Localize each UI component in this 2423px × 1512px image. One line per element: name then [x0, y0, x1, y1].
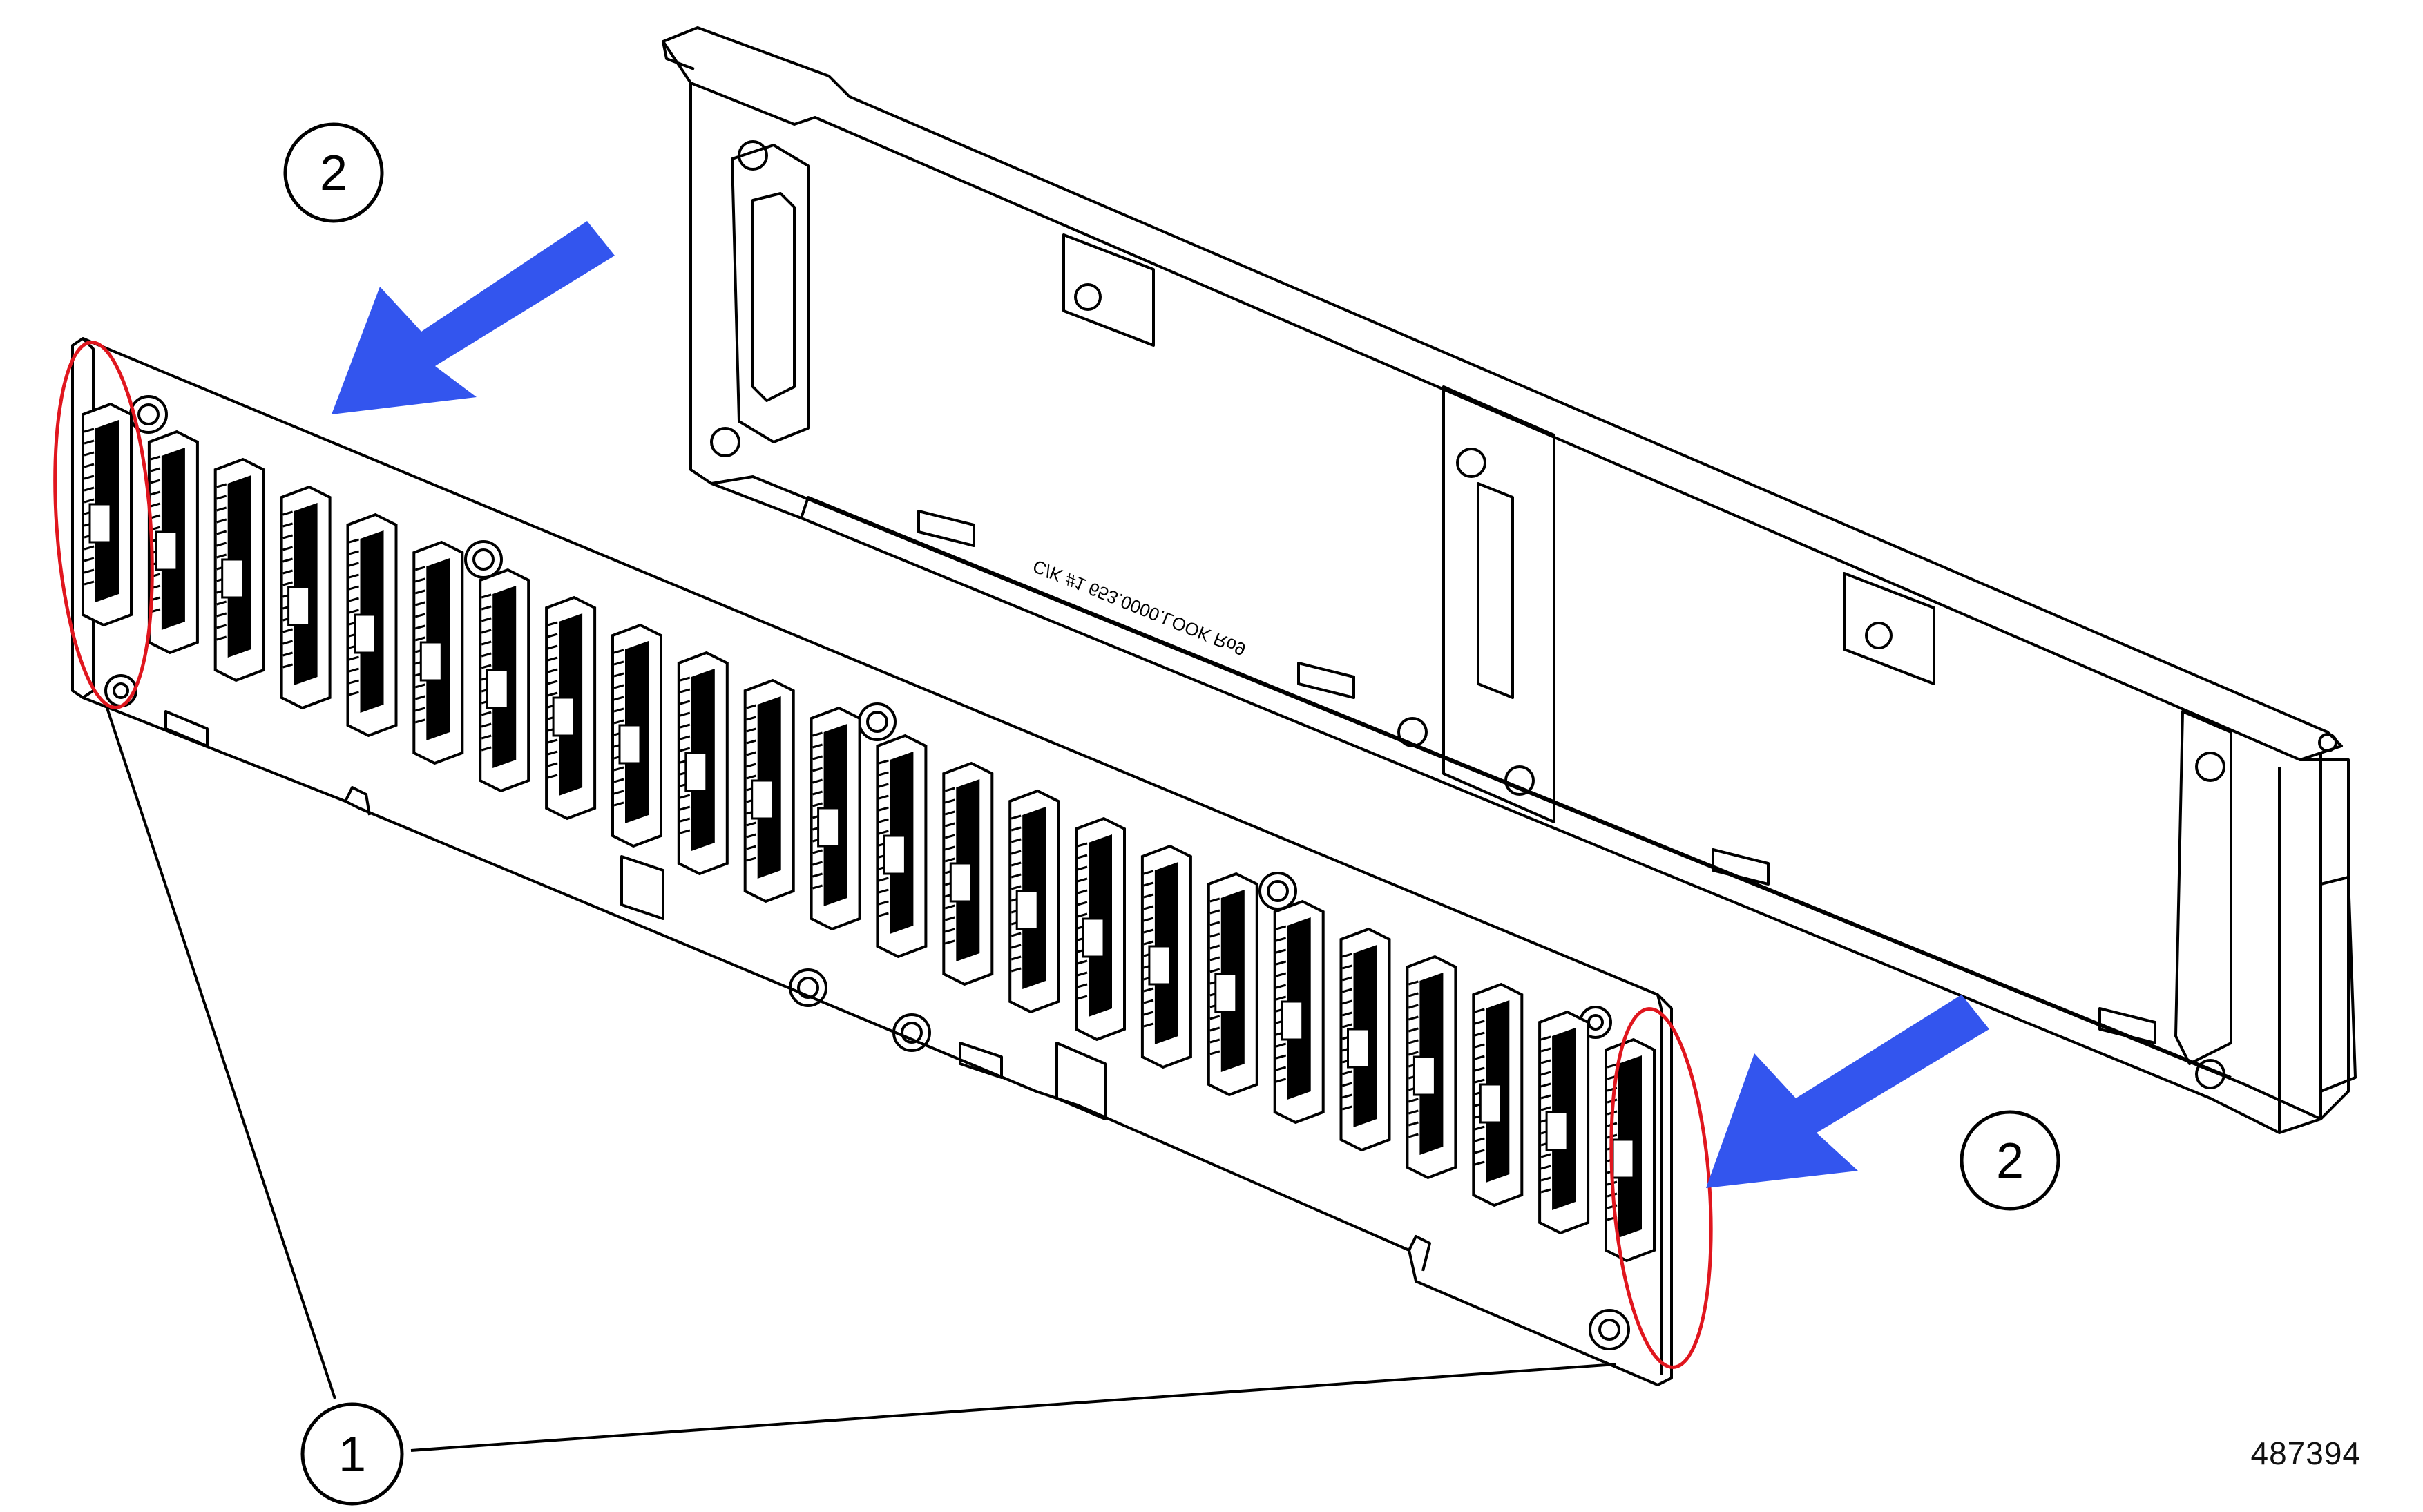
mounting-holes: [104, 395, 1630, 1350]
drive-connector: [1406, 955, 1457, 1180]
bracket-silkscreen: C/K #1 653.0000.LOOK Ro9: [1030, 555, 1249, 660]
removal-arrows: [332, 221, 1989, 1188]
drive-connector: [479, 568, 530, 793]
drive-connector: [412, 540, 464, 765]
drive-connector: [1140, 844, 1192, 1069]
drive-connectors: [82, 402, 1656, 1263]
drive-connector: [280, 485, 332, 710]
drive-connector: [1605, 1037, 1656, 1263]
drive-connector: [1339, 927, 1391, 1152]
callout-2-right: 2: [1960, 1110, 2060, 1211]
drive-connector: [677, 651, 729, 876]
drive-connector: [1008, 789, 1060, 1014]
drive-connector: [1075, 816, 1126, 1042]
drive-connector: [611, 623, 662, 848]
drive-connector: [545, 595, 597, 821]
highlight-oval-left: [53, 341, 154, 709]
drive-connector: [213, 457, 265, 682]
drive-connector: [82, 402, 133, 627]
drive-connector: [942, 761, 994, 986]
drive-cage-bracket: C/K #1 653.0000.LOOK Ro9: [662, 26, 2357, 1134]
drive-connector: [1538, 1010, 1590, 1235]
callout-2-top: 2: [283, 122, 384, 223]
callout-1-label: 1: [338, 1427, 366, 1482]
callout-2-top-label: 2: [320, 146, 347, 201]
drive-connector: [1207, 872, 1258, 1097]
figure-id: 487394: [2250, 1435, 2361, 1471]
drive-connector: [1472, 982, 1524, 1207]
removal-arrow-top: [332, 221, 615, 414]
removal-arrow-right: [1706, 995, 1989, 1188]
drive-connector: [743, 678, 795, 903]
drive-connector: [810, 706, 861, 931]
drive-connector: [876, 734, 928, 959]
callout-1: 1: [300, 1402, 404, 1506]
drive-connector: [147, 430, 199, 655]
drive-connector: [346, 513, 398, 738]
callout-leader-lines: [106, 707, 1617, 1452]
drive-connector: [1273, 899, 1325, 1125]
callout-2-right-label: 2: [1996, 1133, 2024, 1189]
